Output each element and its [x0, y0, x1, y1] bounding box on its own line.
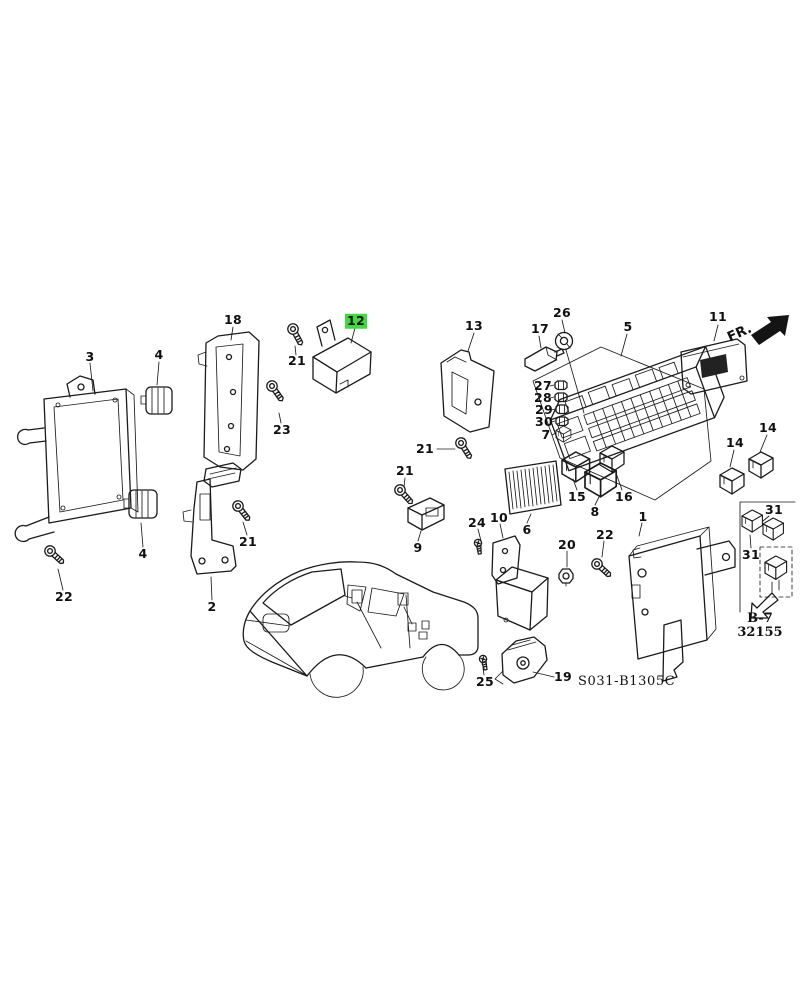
part-3-control-module-drawing	[14, 375, 139, 543]
part-callout-21[interactable]: 21	[396, 462, 414, 478]
part-callout-16[interactable]: 16	[615, 488, 633, 504]
part-12-relay-drawing	[312, 319, 372, 394]
part-9-relay-drawing	[407, 497, 445, 531]
part-callout-17[interactable]: 17	[531, 320, 549, 336]
part-callout-21[interactable]: 21	[416, 440, 434, 456]
bolt-22-right	[589, 556, 615, 581]
part-4-grommet-bottom-drawing	[123, 489, 158, 519]
diagram-code: S031-B1305C	[578, 674, 676, 689]
part-callout-2[interactable]: 2	[207, 598, 217, 614]
bolt-23	[264, 378, 288, 405]
part-callout-20[interactable]: 20	[558, 536, 576, 552]
bracket-frame-lines	[739, 501, 796, 613]
part-callout-4[interactable]: 4	[154, 346, 164, 362]
cross-reference-line2: 32155	[737, 624, 783, 640]
part-callout-11[interactable]: 11	[709, 308, 727, 324]
part-callout-31[interactable]: 31	[742, 546, 760, 562]
part-callout-22[interactable]: 22	[596, 526, 614, 542]
bolt-22-left	[42, 543, 68, 568]
part-callout-27[interactable]: 27	[534, 377, 552, 393]
part-callout-30[interactable]: 30	[535, 413, 553, 429]
part-callout-12[interactable]: 12	[345, 312, 367, 329]
part-11-control-unit-drawing	[680, 338, 748, 395]
part-callout-31[interactable]: 31	[765, 501, 783, 517]
part-callout-6[interactable]: 6	[522, 521, 532, 537]
part-14-relay-left-drawing	[719, 467, 745, 495]
reference-arrow	[750, 592, 779, 619]
part-2-bracket-drawing	[182, 462, 242, 575]
car-drawing	[242, 561, 479, 698]
part-13-bracket-drawing	[440, 349, 495, 433]
part-callout-23[interactable]: 23	[273, 421, 291, 437]
part-19-unit-drawing	[494, 636, 548, 685]
cross-reference-line1: B-7	[747, 611, 773, 626]
part-callout-14[interactable]: 14	[759, 419, 777, 435]
part-17-diode-drawing	[524, 346, 565, 372]
part-31-clip-left-drawing	[741, 509, 763, 533]
part-callout-24[interactable]: 24	[468, 514, 486, 530]
part-callout-13[interactable]: 13	[465, 317, 483, 333]
part-callout-1[interactable]: 1	[638, 508, 648, 524]
part-callout-21[interactable]: 21	[239, 533, 257, 549]
part-callout-22[interactable]: 22	[55, 588, 73, 604]
part-callout-3[interactable]: 3	[85, 348, 95, 364]
part-callout-25[interactable]: 25	[476, 673, 494, 689]
screw-24	[471, 537, 487, 556]
part-4-grommet-top-drawing	[140, 386, 173, 415]
part-20-nut-drawing	[558, 568, 574, 587]
part-callout-9[interactable]: 9	[413, 539, 423, 555]
part-14-relay-right-drawing	[748, 451, 774, 479]
bolt-21-top	[285, 321, 307, 348]
fr-arrow	[751, 315, 789, 345]
part-callout-29[interactable]: 29	[535, 401, 553, 417]
bolt-21-part2	[230, 498, 254, 525]
part-callout-26[interactable]: 26	[553, 304, 571, 320]
cross-reference-link[interactable]: B-7 32155	[735, 612, 785, 639]
part-callout-5[interactable]: 5	[623, 318, 633, 334]
screw-25	[476, 653, 493, 672]
part-callout-8[interactable]: 8	[590, 503, 600, 519]
bolt-21-lower	[392, 482, 417, 508]
bolt-21-part13	[453, 435, 476, 462]
part-callout-14[interactable]: 14	[726, 434, 744, 450]
part-callout-7[interactable]: 7	[541, 426, 551, 442]
part-callout-28[interactable]: 28	[534, 389, 552, 405]
part-10-relay-bracket-drawing	[491, 535, 549, 631]
part-26-relay-drawing	[554, 331, 574, 351]
part-31-clip-right-drawing	[762, 517, 784, 541]
part-callout-10[interactable]: 10	[490, 509, 508, 525]
part-callout-19[interactable]: 19	[554, 668, 572, 684]
part-1-control-unit-drawing	[628, 526, 736, 682]
part-18-bracket-drawing	[197, 331, 260, 471]
part-callout-18[interactable]: 18	[224, 311, 242, 327]
leader-lines	[57, 319, 770, 678]
part-callout-15[interactable]: 15	[568, 488, 586, 504]
fuse-box-enclosure-outline	[532, 346, 712, 501]
part-6-label-drawing	[504, 460, 562, 515]
connector-in-dashed-box	[764, 555, 788, 593]
part-callout-4[interactable]: 4	[138, 545, 148, 561]
part-callout-21[interactable]: 21	[288, 352, 306, 368]
